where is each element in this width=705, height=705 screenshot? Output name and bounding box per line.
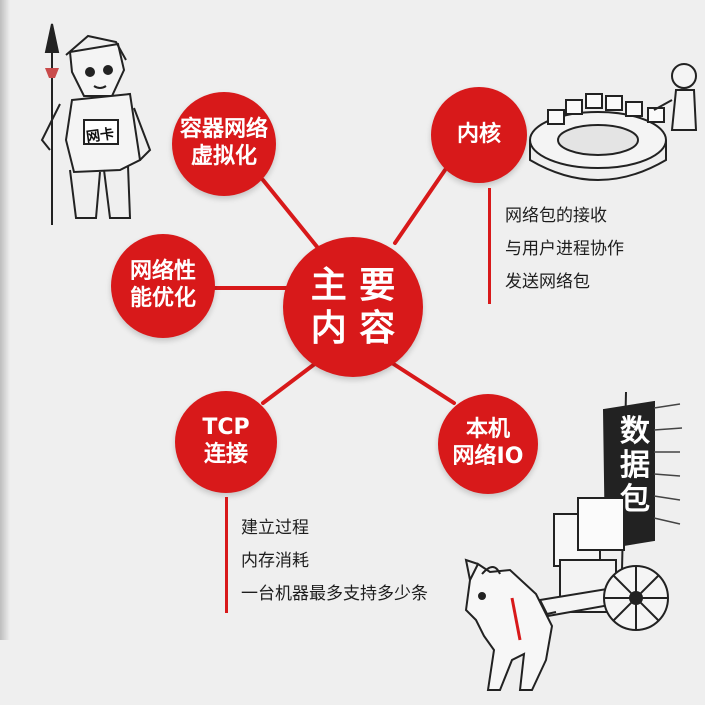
soldier-badge-text: 网卡 xyxy=(85,126,116,146)
node-tcp-connection-label: TCP 连接 xyxy=(202,415,250,467)
node-network-performance-label: 网络性 能优化 xyxy=(129,259,196,311)
center-node: 主 要 内 容 xyxy=(283,237,423,377)
flag-text: 数 据 包 xyxy=(620,414,650,517)
connector-tcp xyxy=(261,361,318,405)
node-container-network-label: 容器网络 虚拟化 xyxy=(179,117,268,169)
connector-kernel xyxy=(393,168,447,245)
tcp-detail-list: 建立过程 内存消耗 一台机器最多支持多少条 xyxy=(241,512,428,611)
tcp-detail-item: 一台机器最多支持多少条 xyxy=(241,584,428,604)
conveyor-illustration xyxy=(529,63,698,181)
horse-cart-illustration xyxy=(464,391,683,691)
kernel-detail-item: 发送网络包 xyxy=(505,272,590,292)
tcp-detail-bar xyxy=(225,497,228,613)
node-container-network: 容器网络 虚拟化 xyxy=(172,92,276,196)
node-tcp-connection: TCP 连接 xyxy=(175,391,277,493)
node-local-network-io: 本机 网络IO xyxy=(438,394,538,494)
tcp-detail-item: 内存消耗 xyxy=(241,551,309,571)
soldier-illustration xyxy=(40,23,152,225)
page-edge-shadow xyxy=(0,0,10,640)
center-node-label: 主 要 内 容 xyxy=(310,264,396,349)
kernel-detail-list: 网络包的接收 与用户进程协作 发送网络包 xyxy=(505,200,624,299)
node-network-performance: 网络性 能优化 xyxy=(111,234,215,338)
node-local-network-io-label: 本机 网络IO xyxy=(452,417,524,469)
node-kernel: 内核 xyxy=(431,87,527,183)
kernel-detail-item: 与用户进程协作 xyxy=(505,239,624,259)
tcp-detail-item: 建立过程 xyxy=(241,518,309,538)
connector-container xyxy=(261,178,320,250)
kernel-detail-bar xyxy=(488,188,491,304)
kernel-detail-item: 网络包的接收 xyxy=(505,206,607,226)
connector-localio xyxy=(390,361,456,405)
node-kernel-label: 内核 xyxy=(456,121,501,147)
